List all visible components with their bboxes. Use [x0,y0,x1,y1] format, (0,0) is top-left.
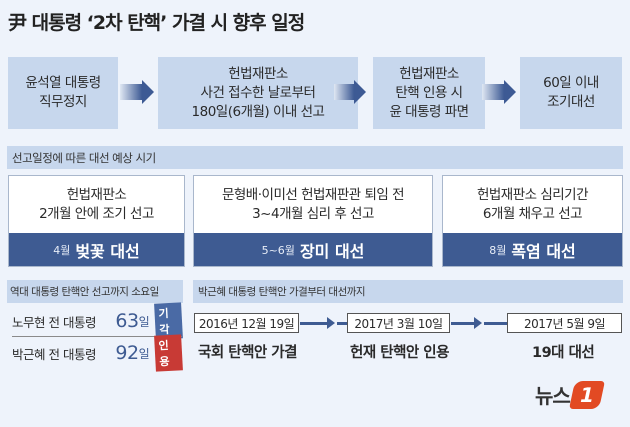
scenario-desc: 문형배·이미선 헌법재판관 퇴임 전 3~4개월 심리 후 선고 [221,186,405,222]
scenario-desc: 헌법재판소 심리기간 6개월 채우고 선고 [476,186,589,222]
timeline-line [337,322,347,325]
logo-mark-icon: 1 [568,380,605,409]
scenario-month: 4월 [53,243,71,257]
timeline-line [451,322,475,325]
history-header: 역대 대통령 탄핵안 선고까지 소요일 [7,280,183,303]
scenario-name: 벚꽃 대선 [75,241,140,261]
infographic-title: 尹 대통령 ‘2차 탄핵’ 가결 시 향후 일정 [8,12,305,34]
timeline-event-2: 헌재 탄핵안 인용 [350,345,449,361]
timeline-date-1: 2016년 12월 19일 [194,313,299,333]
scenario-card-april: 헌법재판소 2개월 안에 조기 선고 4월 벚꽃 대선 [8,175,185,267]
timeline-event-1: 국회 탄핵안 가결 [198,345,297,361]
president-name: 박근혜 전 대통령 [12,346,96,362]
timeline-event-3: 19대 대선 [532,345,595,361]
scenarios-header: 선고일정에 따른 대선 예상 시기 [7,146,623,169]
arrow-icon [482,80,516,104]
news1-logo: 뉴스 1 [535,380,605,409]
flow-step-removal: 헌법재판소 탄핵 인용 시 윤 대통령 파면 [373,57,485,129]
flow-step-court-ruling: 헌법재판소 사건 접수한 날로부터 180일(6개월) 이내 선고 [158,57,358,129]
history-row-park: 박근혜 전 대통령 92 일 인용 [7,334,183,372]
history-row-roh: 노무현 전 대통령 63 일 기각 [7,302,183,340]
timeline-date-2: 2017년 3월 10일 [347,313,450,333]
logo-text: 뉴스 [535,384,571,408]
arrow-icon [334,80,366,104]
days-unit: 일 [138,346,150,361]
timeline-date-3: 2017년 5월 9일 [507,313,622,333]
timeline-line [484,322,507,325]
arrow-icon [120,80,154,104]
arrow-head-icon [474,317,482,329]
scenario-label: 4월 벚꽃 대선 [9,233,184,266]
scenario-month: 5~6월 [261,243,295,257]
flow-step-early-election: 60일 이내 조기대선 [520,57,622,129]
scenario-card-august: 헌법재판소 심리기간 6개월 채우고 선고 8월 폭염 대선 [442,175,623,267]
timeline-header: 박근혜 대통령 탄핵안 가결부터 대선까지 [193,280,623,303]
scenario-month: 8월 [489,243,507,257]
scenario-card-may-june: 문형배·이미선 헌법재판관 퇴임 전 3~4개월 심리 후 선고 5~6월 장미… [193,175,433,267]
divider [12,336,182,337]
arrow-head-icon [327,317,335,329]
scenario-desc: 헌법재판소 2개월 안에 조기 선고 [39,186,154,222]
days-count: 92 [115,342,139,364]
scenario-name: 장미 대선 [299,241,365,261]
scenario-label: 5~6월 장미 대선 [194,233,432,266]
president-name: 노무현 전 대통령 [12,314,96,330]
days-count: 63 [115,310,139,332]
timeline-line [300,322,328,325]
scenario-label: 8월 폭염 대선 [443,233,622,266]
result-stamp-upheld: 인용 [154,334,183,372]
scenario-name: 폭염 대선 [511,241,576,261]
days-unit: 일 [138,314,150,329]
flow-step-suspension: 윤석열 대통령 직무정지 [8,57,118,129]
